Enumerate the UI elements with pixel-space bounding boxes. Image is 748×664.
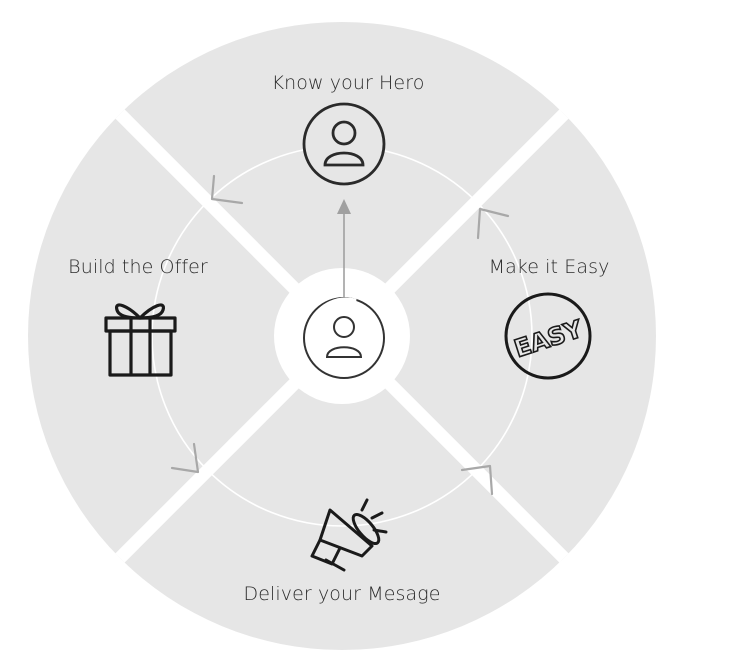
segment-label-build-the-offer: Build the Offer [68, 256, 208, 278]
gift-icon [104, 303, 177, 377]
arrowhead-bottom-left [170, 442, 200, 474]
arrowhead-bottom-right [460, 464, 494, 496]
person-icon [302, 102, 386, 186]
segment-label-deliver-your-message: Deliver your Mesage [243, 583, 441, 605]
center-to-top-arrow [337, 199, 351, 298]
cycle-arrows [170, 174, 510, 496]
megaphone-icon [310, 498, 388, 572]
arrowhead-top-left [210, 174, 244, 205]
center-person-icon [303, 297, 385, 379]
segment-label-make-it-easy: Make it Easy [488, 256, 610, 278]
segment-label-know-your-hero: Know your Hero [271, 72, 425, 94]
arrowhead-top-right [476, 207, 510, 240]
